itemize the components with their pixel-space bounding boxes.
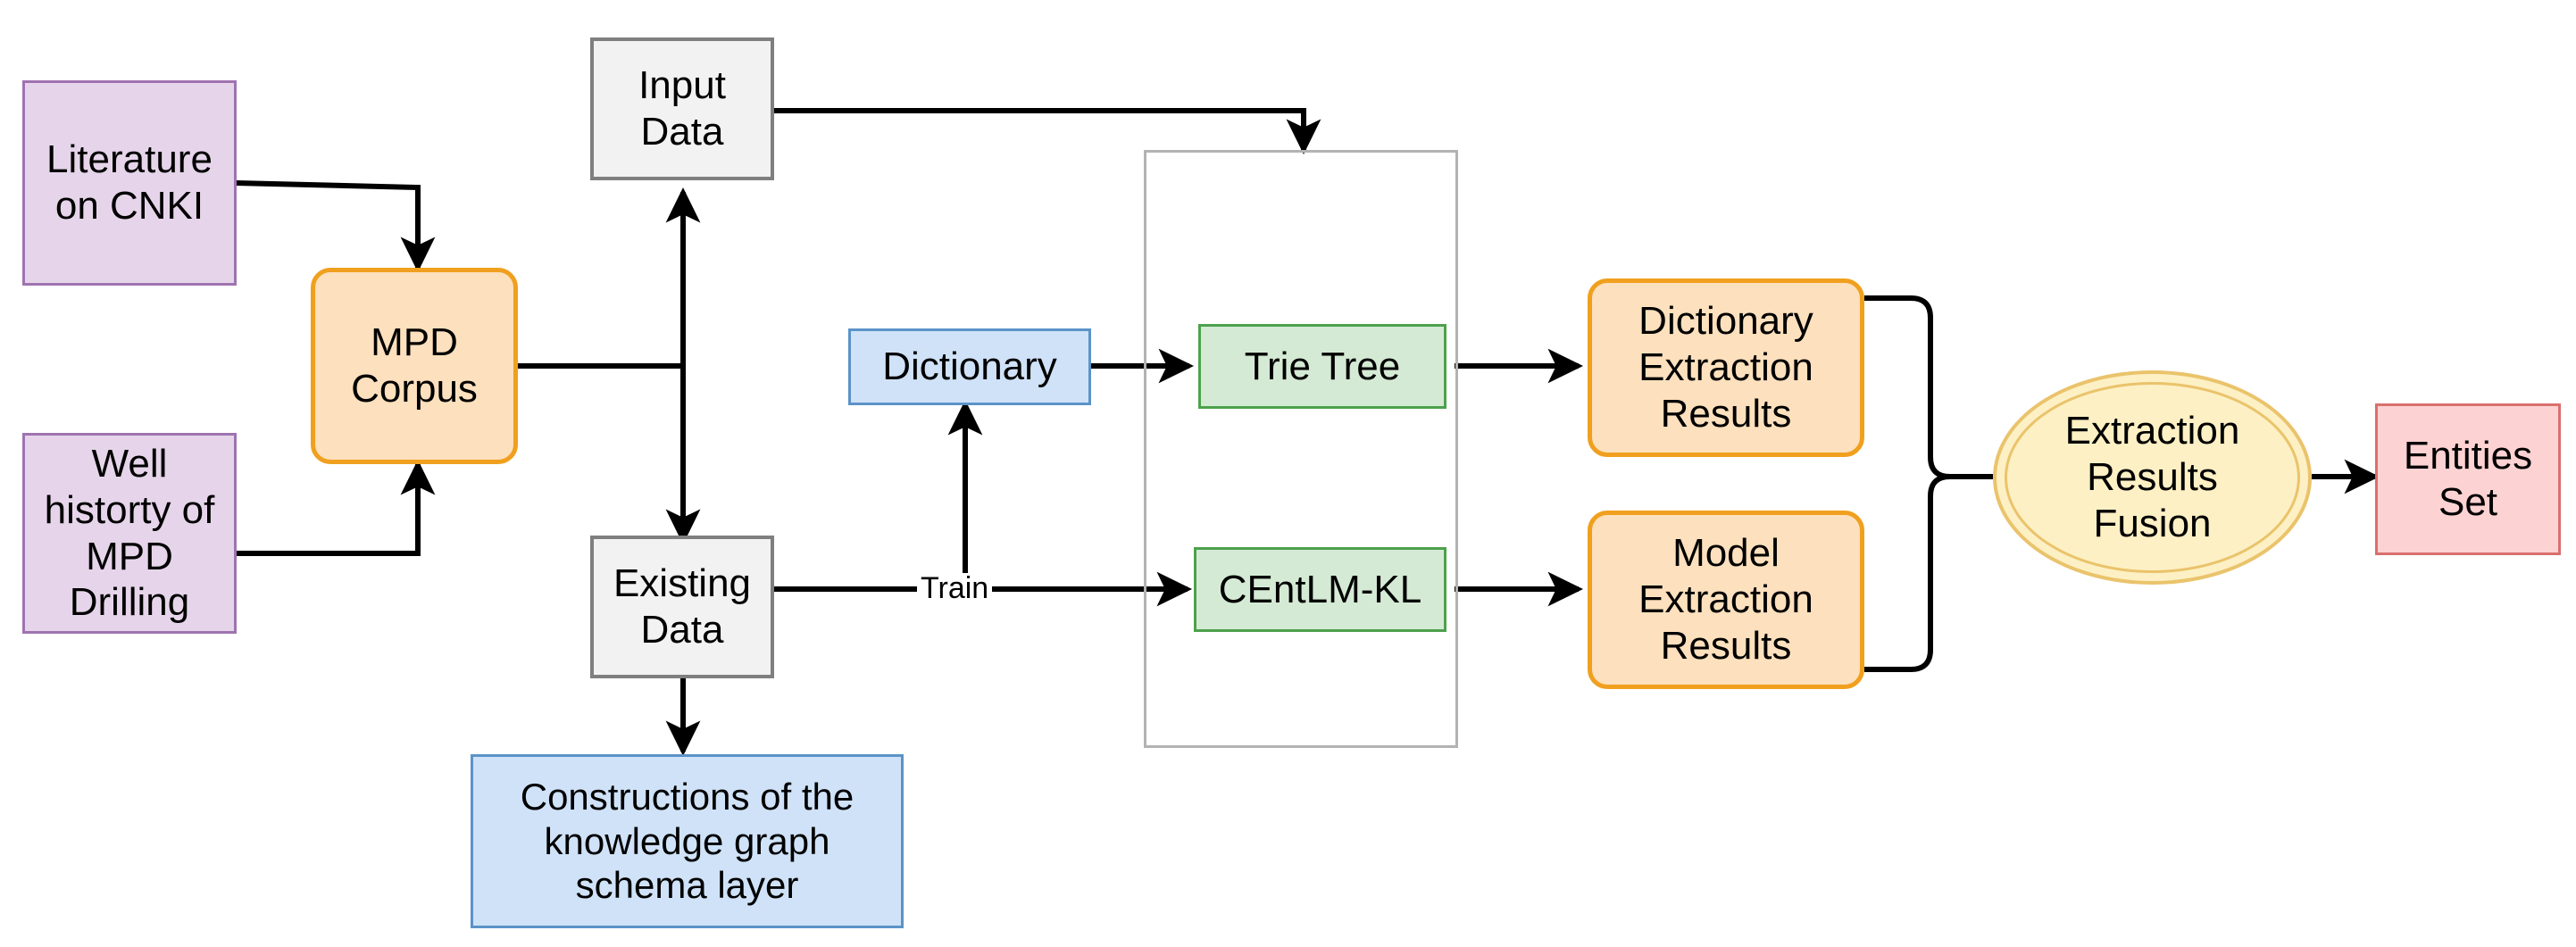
node-constructions-schema-layer[interactable]: Constructions of the knowledge graph sch… <box>471 754 904 928</box>
edge-wellhistory-to-corpus <box>236 459 436 556</box>
node-dictionary-extraction-results[interactable]: Dictionary Extraction Results <box>1588 278 1864 457</box>
node-label-extraction-results-fusion: Extraction Results Fusion <box>2064 409 2240 545</box>
node-trie-tree[interactable]: Trie Tree <box>1198 324 1446 409</box>
node-model-extraction-results[interactable]: Model Extraction Results <box>1588 511 1864 689</box>
node-dictionary[interactable]: Dictionary <box>848 328 1091 405</box>
node-well-history-of-mpd-drilling[interactable]: Well historty of MPD Drilling <box>22 433 237 634</box>
node-label-dictionary-extraction-results: Dictionary Extraction Results <box>1638 299 1813 436</box>
edge-dictresults-to-fusion <box>1864 295 1993 479</box>
node-label-input-data: Input Data <box>638 63 726 154</box>
node-literature-on-cnki[interactable]: Literature on CNKI <box>22 80 237 286</box>
node-label-dictionary: Dictionary <box>882 345 1057 389</box>
edge-label-train: Train <box>917 573 993 603</box>
node-label-well-history-of-mpd-drilling: Well historty of MPD Drilling <box>44 441 215 625</box>
node-centlm-kl[interactable]: CEntLM-KL <box>1194 547 1446 632</box>
extraction-group-container <box>1144 150 1458 748</box>
edge-modelresults-to-fusion <box>1864 474 1993 672</box>
node-input-data[interactable]: Input Data <box>590 37 774 180</box>
node-label-entities-set: Entities Set <box>2403 434 2533 524</box>
node-label-mpd-corpus: MPD Corpus <box>351 320 478 411</box>
node-label-literature-on-cnki: Literature on CNKI <box>46 137 213 228</box>
node-mpd-corpus[interactable]: MPD Corpus <box>311 268 518 464</box>
node-entities-set[interactable]: Entities Set <box>2375 403 2561 555</box>
node-label-existing-data: Existing Data <box>613 561 752 652</box>
node-extraction-results-fusion[interactable]: Extraction Results Fusion <box>1993 370 2312 585</box>
edge-input-to-group <box>773 108 1321 155</box>
edge-literature-to-corpus <box>235 180 436 273</box>
node-label-trie-tree: Trie Tree <box>1244 344 1401 388</box>
node-label-constructions-schema-layer: Constructions of the knowledge graph sch… <box>520 776 854 907</box>
node-label-centlm-kl: CEntLM-KL <box>1218 567 1422 611</box>
node-existing-data[interactable]: Existing Data <box>590 536 774 678</box>
node-label-model-extraction-results: Model Extraction Results <box>1638 531 1813 668</box>
